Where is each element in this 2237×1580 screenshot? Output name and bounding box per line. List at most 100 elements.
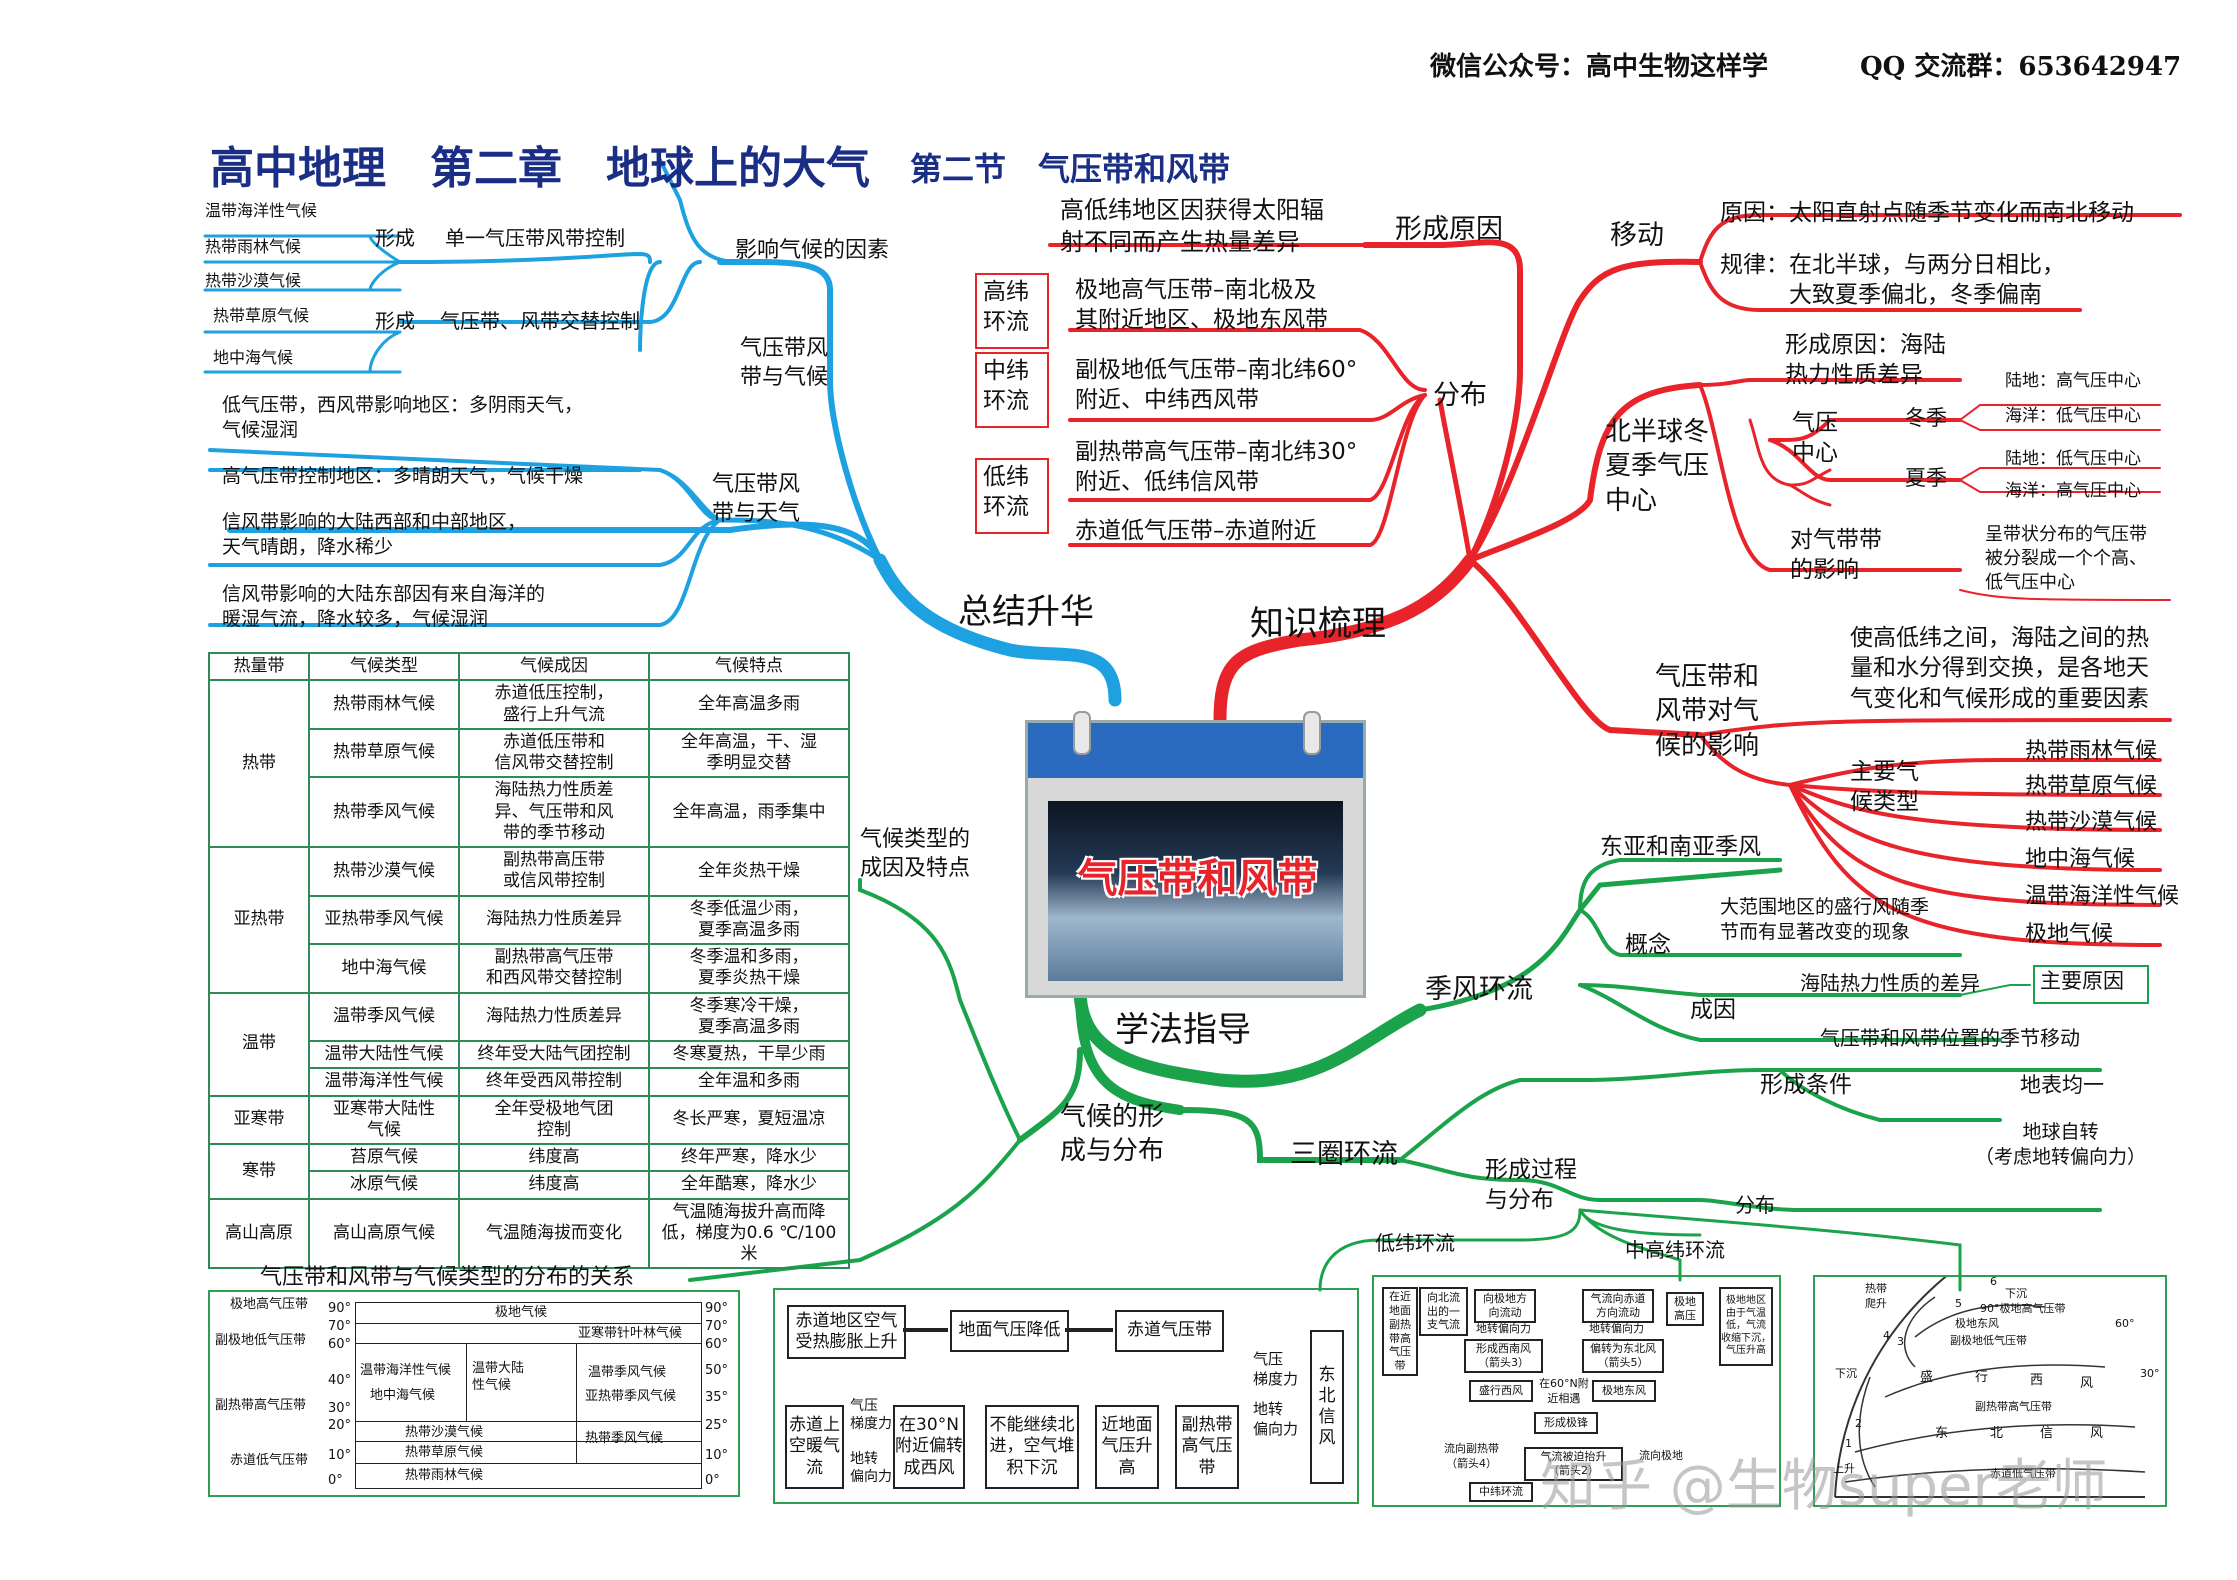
belt-polar-high: 极地高气压带–南北极及 其附近地区、极地东风带	[1075, 277, 1328, 334]
lat-left: 20°	[328, 1418, 352, 1433]
main-cause-label: 主要原因	[2040, 969, 2124, 993]
globe-label: 90°极地高气压带	[1980, 1302, 2066, 1315]
lat-left: 60°	[328, 1337, 352, 1352]
globe-label: 北	[1990, 1426, 2004, 1441]
pressure-center: 气压 中心	[1792, 410, 1838, 467]
move-reason: 原因：太阳直射点随季节变化而南北移动	[1720, 200, 2134, 226]
globe-num: 2	[1855, 1417, 1862, 1430]
type-item: 热带沙漠气候	[2025, 810, 2158, 835]
table-header: 气候类型	[308, 651, 460, 682]
mid-lat-circ: 中纬 环流	[983, 358, 1029, 415]
globe-num: 3	[1897, 1335, 1904, 1348]
table-row: 温带海洋性气候终年受西风带控制全年温和多雨	[209, 1067, 850, 1097]
high-lat-circ: 高纬 环流	[983, 279, 1029, 336]
branch-knowledge: 知识梳理	[1250, 604, 1386, 644]
relation-belt: 副热带高气压带	[215, 1398, 307, 1413]
relation-belt: 副极地低气压带	[215, 1333, 307, 1348]
table-cell: 亚寒带大陆性 气候	[308, 1094, 460, 1145]
flow-node: 赤道气压带	[1115, 1310, 1224, 1352]
table-cell: 冬寒夏热，干旱少雨	[648, 1039, 850, 1070]
flow-force: 气压 梯度力	[1253, 1350, 1299, 1388]
relation-cell: 热带季风气候	[585, 1431, 664, 1446]
relation-cell: 地中海气候	[370, 1388, 436, 1403]
flow-node: 赤道上 空暖气 流	[785, 1405, 844, 1489]
branch-formation: 气候的形 成与分布	[1060, 1102, 1165, 1167]
table-cell: 温带大陆性气候	[308, 1039, 460, 1070]
leaf-mediterranean: 地中海气候	[213, 348, 294, 367]
relation-cell: 温带季风气候	[588, 1365, 667, 1380]
relation-cell: 温带大陆性气候	[472, 1361, 525, 1394]
flow-node: 在30°N 附近偏转 成西风	[893, 1405, 965, 1489]
lat-right: 50°	[705, 1363, 729, 1378]
table-cell: 亚热带季风气候	[308, 894, 460, 945]
distribution-label: 分布	[1433, 380, 1487, 411]
east-south-asia-monsoon: 东亚和南亚季风	[1600, 834, 1761, 860]
flow-text: 流向极地	[1639, 1449, 1683, 1462]
page-subtitle: 第二节 气压带和风带	[910, 150, 1231, 188]
calendar-ring-left	[1073, 711, 1091, 755]
earth-image	[1048, 801, 1343, 981]
table-zone-cell: 温带	[208, 991, 310, 1097]
climate-effect-title: 气压带和 风带对气 候的影响	[1655, 662, 1760, 761]
flow-node: 地面气压降低	[950, 1310, 1069, 1352]
globe-diagram	[1834, 1277, 2146, 1498]
cond-uniform-surface: 地表均一	[2020, 1073, 2104, 1097]
low-lat-circulation: 低纬环流	[1375, 1231, 1455, 1255]
table-row: 热带草原气候赤道低压带和 信风带交替控制全年高温，干、湿 季明显交替	[209, 727, 850, 779]
table-row: 温带大陆性气候终年受大陆气团控制冬寒夏热，干旱少雨	[209, 1039, 850, 1070]
table-zone-cell: 亚热带	[208, 846, 310, 994]
globe-label: 副极地低气压带	[1950, 1334, 2027, 1347]
table-cell: 热带草原气候	[308, 727, 460, 779]
center-calendar: 气压带和风带	[1025, 711, 1366, 998]
globe-box: 热带 爬升 下沉 90°极地高气压带 极地东风 副极地低气压带 60° 30° …	[1813, 1275, 2167, 1507]
weather-high-pressure: 高气压带控制地区：多晴朗天气，气候干燥	[222, 465, 584, 487]
relation-belt: 极地高气压带	[230, 1297, 309, 1312]
table-cell: 全年高温，干、湿 季明显交替	[648, 727, 850, 779]
formation-conditions: 形成条件	[1760, 1072, 1852, 1098]
type-item: 热带雨林气候	[2025, 739, 2158, 764]
relation-belt: 赤道低气压带	[230, 1453, 309, 1468]
flow-force: 地转 偏向力	[850, 1451, 892, 1486]
climate-table: 热量带 气候类型 气候成因 气候特点 热带热带雨林气候赤道低压控制， 盛行上升气…	[208, 651, 850, 1270]
main-cause-box	[2033, 965, 2149, 1004]
flow-node: 盛行西风	[1469, 1380, 1533, 1402]
globe-num: 5	[1955, 1297, 1962, 1310]
belt-equatorial-low: 赤道低气压带–赤道附近	[1075, 518, 1317, 544]
table-cell: 终年受西风带控制	[458, 1067, 650, 1097]
weather-trade-west: 信风带影响的大陆西部和中部地区， 天气晴朗，降水稀少	[222, 511, 527, 559]
table-header: 气候成因	[458, 651, 650, 682]
leaf-temperate-marine: 温带海洋性气候	[205, 201, 318, 220]
leaf-tropical-desert: 热带沙漠气候	[205, 271, 302, 290]
table-cell: 苔原气候	[308, 1142, 460, 1173]
flow-node: 形成西南风 （箭头3）	[1464, 1339, 1543, 1373]
globe-label: 副热带高气压带	[1975, 1400, 2052, 1413]
globe-label: 上升	[1833, 1462, 1855, 1475]
winter-sea: 海洋：低气压中心	[2005, 406, 2141, 426]
globe-label: 风	[2080, 1376, 2094, 1391]
relation-cell: 亚热带季风气候	[585, 1389, 677, 1404]
table-cell: 全年受极地气团 控制	[458, 1094, 650, 1145]
relation-grid	[355, 1302, 702, 1489]
table-cell: 地中海气候	[308, 943, 460, 994]
season-title: 北半球冬 夏季气压 中心	[1605, 417, 1710, 516]
calendar-ring-right	[1303, 711, 1321, 755]
table-cell: 气温随海拔升高而降 低，梯度为0.6 ℃/100米	[648, 1197, 850, 1270]
leaf-savanna: 热带草原气候	[213, 306, 310, 325]
type-item: 地中海气候	[2025, 847, 2136, 872]
flow-node: 东 北 信 风	[1310, 1330, 1344, 1484]
flow-node: 向极地方 向流动	[1474, 1289, 1536, 1323]
wechat-label: 微信公众号：高中生物这样学	[1430, 52, 1769, 82]
high-lat-box	[975, 273, 1049, 349]
globe-label: 赤道低气压带	[1990, 1467, 2056, 1480]
table-row: 高山高原高山高原气候气温随海拔而变化气温随海拔升高而降 低，梯度为0.6 ℃/1…	[208, 1197, 850, 1270]
mid-lat-box	[975, 352, 1049, 428]
flow-node: 在近 地面 副热 带高 气压 带	[1382, 1287, 1418, 1376]
flow-node: 近地面 气压升 高	[1095, 1405, 1159, 1489]
table-cell: 副热带高压带 或信风带控制	[458, 846, 650, 897]
leaf-tropical-rainforest: 热带雨林气候	[205, 237, 302, 256]
page-title: 高中地理 第二章 地球上的大气	[210, 143, 870, 194]
belt-effect-label: 对气带带 的影响	[1790, 527, 1882, 584]
flow-node: 极地东风	[1592, 1380, 1656, 1402]
table-row: 热带季风气候海陆热力性质差 异、气压带和风 带的季节移动全年高温，雨季集中	[209, 776, 850, 848]
lat-right: 35°	[705, 1390, 729, 1405]
